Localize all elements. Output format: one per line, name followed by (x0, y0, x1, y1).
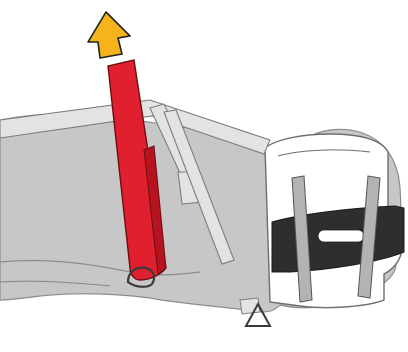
pull-up-arrow-icon (88, 12, 130, 58)
block-handhold (318, 230, 364, 242)
